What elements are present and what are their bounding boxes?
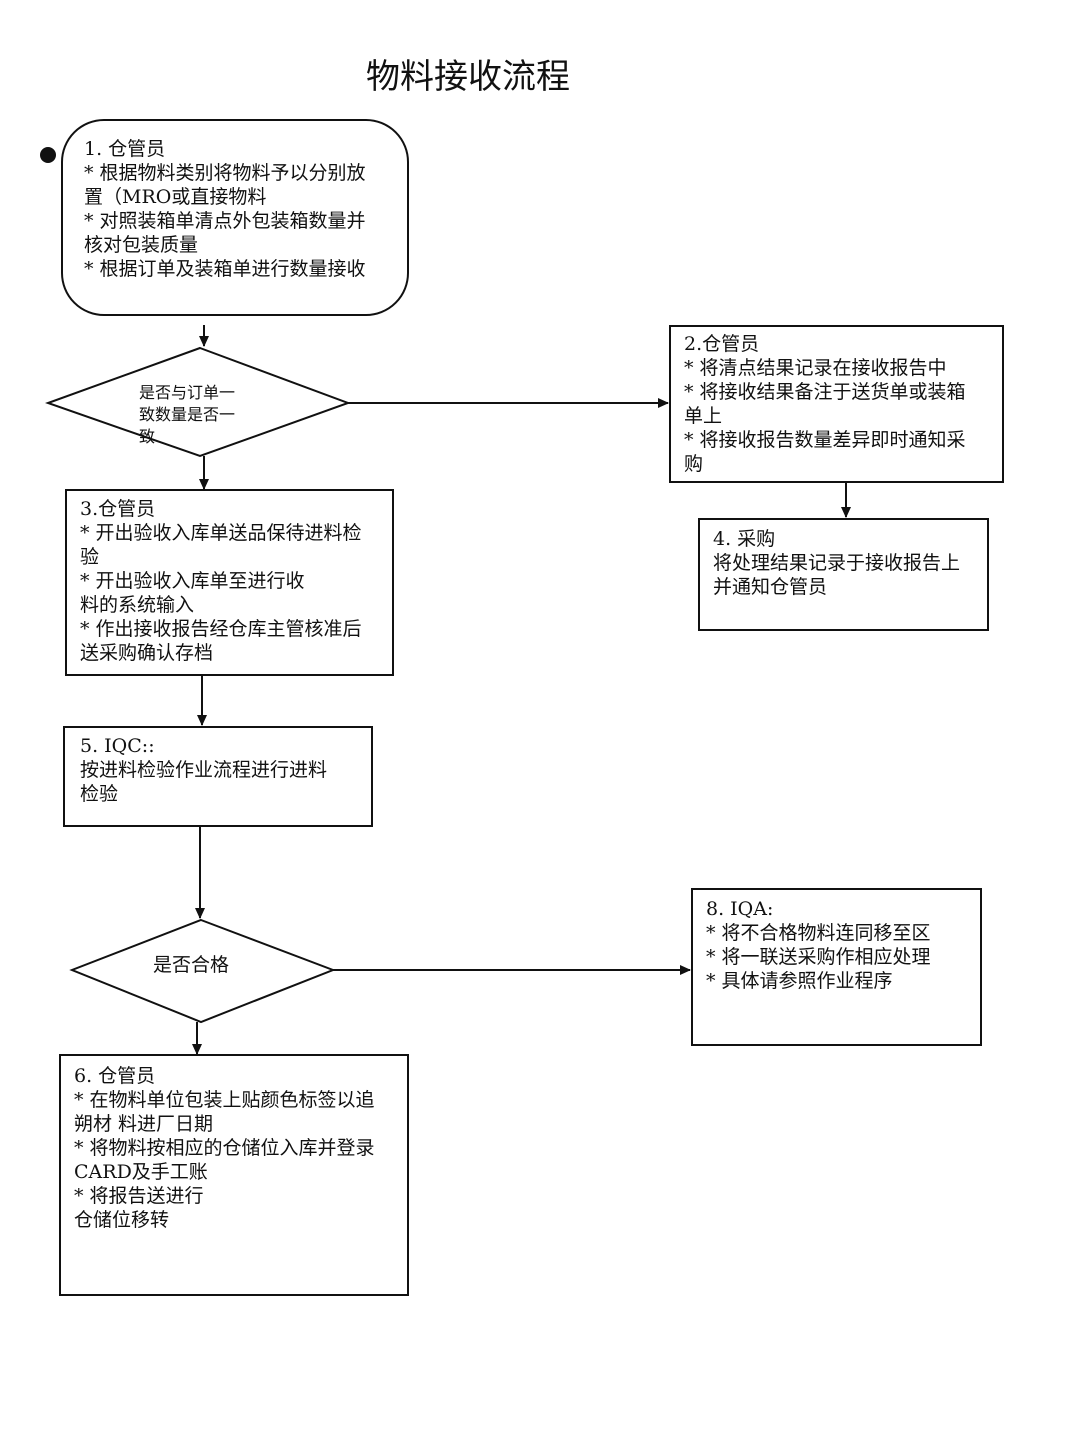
n6-line: * 将报告送进行 [74,1185,204,1207]
n1-line: * 根据订单及装箱单进行数量接收 [84,258,366,280]
n2-line: 购 [684,453,703,475]
node-warehouse-keeper-store [59,1054,409,1296]
node-warehouse-keeper-receive [61,119,409,316]
node-text-n4: 4. 采购 将处理结果记录于接收报告上 并通知仓管员 [713,528,966,598]
n6-line: CARD及手工账 [74,1161,208,1183]
node-text-n5: 5. IQC:: 按进料检验作业流程进行进料 检验 [80,735,333,805]
n8-line: * 将不合格物料连同移至区 [706,922,931,944]
n3-line: 3.仓管员 [80,498,155,520]
n5-line: 检验 [80,783,118,805]
node-text-n8: 8. IQA: * 将不合格物料连同移至区 * 将一联送采购作相应处理 * 具体… [706,898,937,992]
n1-line: * 根据物料类别将物料予以分别放 [84,162,366,184]
node-text-n2: 2.仓管员 * 将清点结果记录在接收报告中 * 将接收结果备注于送货单或装箱 单… [684,333,972,475]
n1-line: 1. 仓管员 [84,138,165,160]
n6-line: 朔材 料进厂日期 [74,1113,213,1135]
node-text-n6: 6. 仓管员 * 在物料单位包装上贴颜色标签以追 朔材 料进厂日期 * 将物料按… [74,1065,381,1231]
n5-line: 5. IQC:: [80,735,155,757]
d1-line: 致 [139,427,155,446]
n3-line: * 开出验收入库单至进行收 [80,570,305,592]
d1-line: 是否与订单一 [139,383,235,402]
n1-line: 核对包装质量 [84,234,198,256]
n3-line: * 开出验收入库单送品保待进料检 [80,522,362,544]
n2-line: * 将清点结果记录在接收报告中 [684,357,947,379]
decision-quantity-match [45,346,351,458]
start-marker-icon [40,147,56,163]
n6-line: 6. 仓管员 [74,1065,155,1087]
n4-line: 将处理结果记录于接收报告上 [713,552,960,574]
n3-line: 料的系统输入 [80,594,194,616]
node-iqc-inspection [63,726,373,827]
n6-line: 仓储位移转 [74,1209,169,1231]
page-title: 物料接收流程 [366,57,570,97]
node-iqa-nonconforming [691,888,982,1046]
n6-line: * 将物料按相应的仓储位入库并登录 [74,1137,375,1159]
n4-line: 并通知仓管员 [713,576,827,598]
d1-line: 致数量是否一 [139,405,235,424]
n2-line: * 将接收结果备注于送货单或装箱 [684,381,966,403]
n6-line: * 在物料单位包装上贴颜色标签以追 [74,1089,375,1111]
n3-line: * 作出接收报告经仓库主管核准后 [80,618,362,640]
n8-line: * 将一联送采购作相应处理 [706,946,931,968]
d2-line: 是否合格 [153,954,229,976]
decision-text-d1: 是否与订单一 致数量是否一 致 [139,383,240,446]
node-warehouse-keeper-inspection-request [65,489,394,676]
n2-line: * 将接收报告数量差异即时通知采 [684,429,966,451]
node-text-n3: 3.仓管员 * 开出验收入库单送品保待进料检 验 * 开出验收入库单至进行收 料… [80,498,368,664]
n8-line: 8. IQA: [706,898,773,920]
n8-line: * 具体请参照作业程序 [706,970,893,992]
n1-line: * 对照装箱单清点外包装箱数量并 [84,210,366,232]
node-purchasing-handle [698,518,989,631]
n5-line: 按进料检验作业流程进行进料 [80,759,327,781]
decision-qualified [69,918,336,1024]
n3-line: 送采购确认存档 [80,642,213,664]
node-text-n1: 1. 仓管员 * 根据物料类别将物料予以分别放 置（MRO或直接物料 * 对照装… [84,138,372,280]
n1-line: 置（MRO或直接物料 [84,186,266,208]
decision-text-d2: 是否合格 [153,954,229,976]
n4-line: 4. 采购 [713,528,775,550]
n2-line: 2.仓管员 [684,333,759,355]
n2-line: 单上 [684,405,722,427]
n3-line: 验 [80,546,99,568]
node-warehouse-keeper-record [669,325,1004,483]
